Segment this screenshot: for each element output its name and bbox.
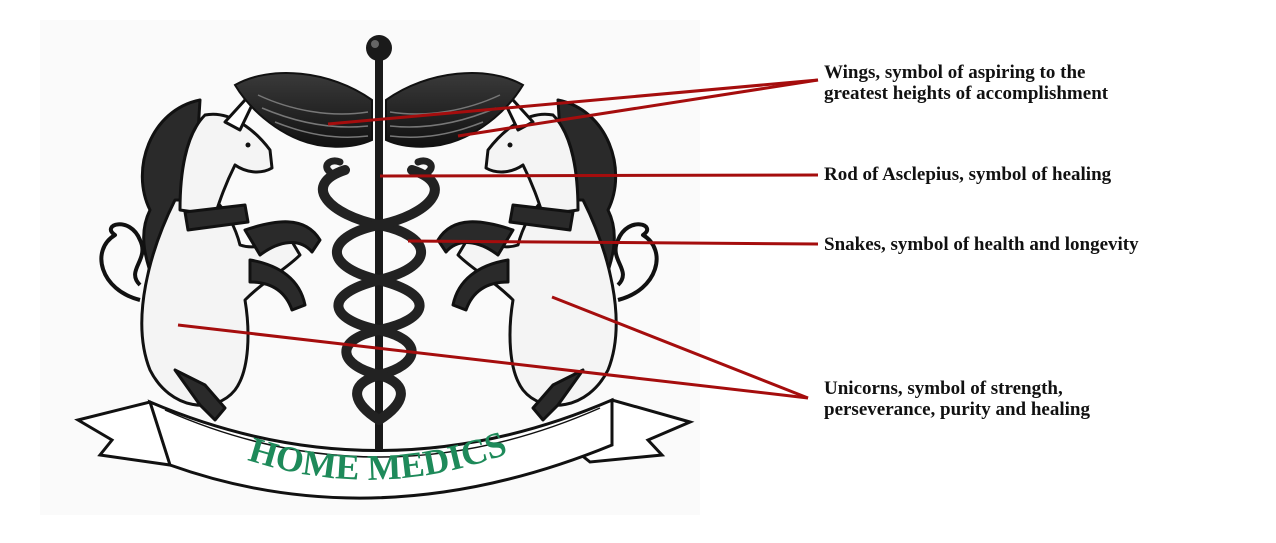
snakes <box>317 157 440 425</box>
wings-annotation-line2: greatest heights of accomplishment <box>824 83 1109 104</box>
rod-annotation-line1: Rod of Asclepius, symbol of healing <box>824 164 1112 185</box>
rod <box>366 35 392 450</box>
unicorns-pointer-left <box>177 323 809 400</box>
snakes-annotation: Snakes, symbol of health and longevity <box>824 234 1139 255</box>
snakes-pointer <box>407 239 819 246</box>
rod-pointer <box>379 173 819 178</box>
wings-annotation: Wings, symbol of aspiring to the greates… <box>824 62 1108 104</box>
wings-pointer-left <box>327 78 819 126</box>
unicorns-pointer-right <box>551 295 809 400</box>
unicorns-annotation-line1: Unicorns, symbol of strength, <box>824 378 1063 399</box>
snakes-annotation-line1: Snakes, symbol of health and longevity <box>824 234 1139 255</box>
rod-annotation: Rod of Asclepius, symbol of healing <box>824 164 1111 185</box>
wings <box>233 72 525 148</box>
pointer-lines <box>177 78 819 400</box>
wings-pointer-right <box>457 78 819 138</box>
unicorns-annotation: Unicorns, symbol of strength, perseveran… <box>824 378 1090 420</box>
right-unicorn <box>436 76 659 422</box>
unicorns-annotation-line2: perseverance, purity and healing <box>824 399 1090 420</box>
wings-annotation-line1: Wings, symbol of aspiring to the <box>824 62 1086 83</box>
banner-ribbon: HOME MEDICS <box>74 397 695 500</box>
